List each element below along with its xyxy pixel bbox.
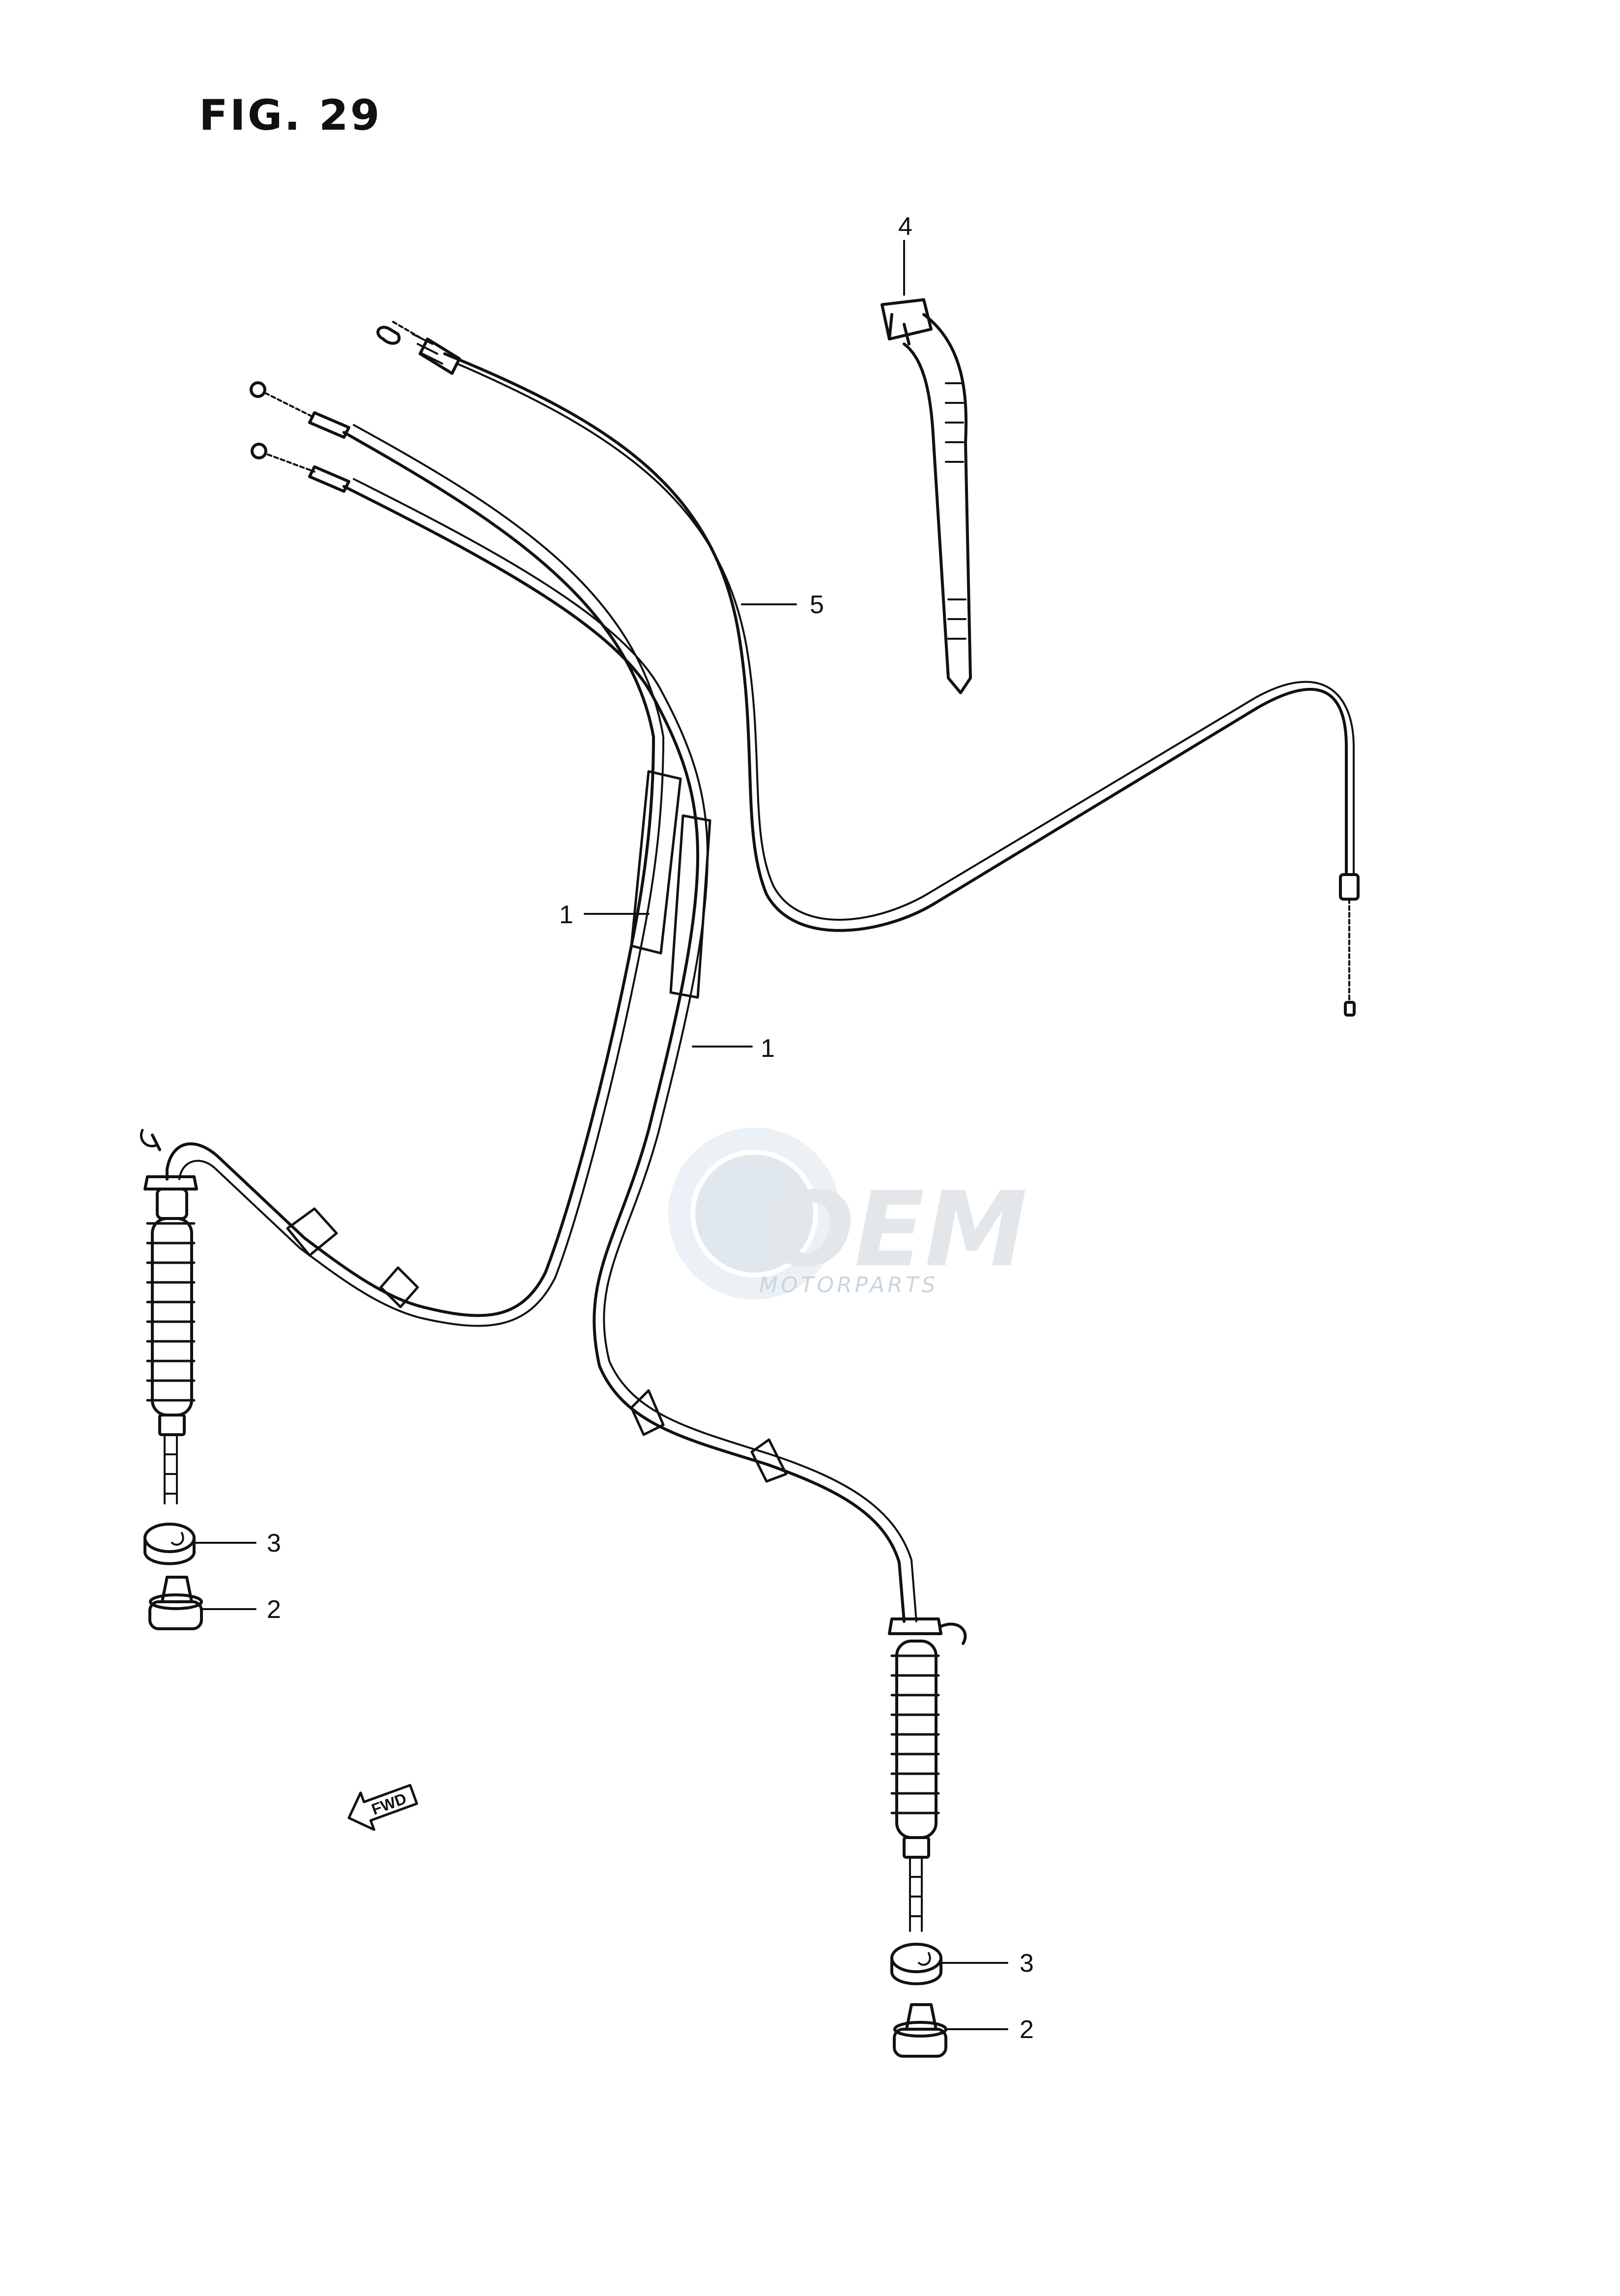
callout-4: 4 [898, 212, 912, 241]
watermark-logo: OEM [668, 1128, 1027, 1300]
part-3-right [890, 1943, 942, 1985]
callout-3b: 3 [1020, 1949, 1034, 1978]
callout-1a: 1 [559, 901, 573, 929]
callout-2a: 2 [267, 1595, 281, 1624]
part-4-cable-tie [881, 298, 972, 694]
part-2-left [148, 1576, 203, 1630]
part-2-right [893, 2003, 947, 2058]
part-3-left [143, 1523, 196, 1565]
figure-title: FIG. 29 [199, 91, 382, 140]
callout-2b: 2 [1020, 2015, 1034, 2044]
callout-5: 5 [810, 591, 824, 619]
leader-lines [193, 240, 1008, 2030]
fwd-arrow: FWD [347, 1784, 418, 1831]
callout-1b: 1 [761, 1034, 775, 1063]
watermark-logo-text: OEM [767, 1169, 1027, 1290]
cable-5 [376, 321, 1360, 1017]
cable-1-left [140, 381, 682, 1504]
cable-1-right [251, 443, 967, 1932]
callout-3a: 3 [267, 1529, 281, 1558]
watermark-caption: MOTORPARTS [759, 1273, 938, 1298]
